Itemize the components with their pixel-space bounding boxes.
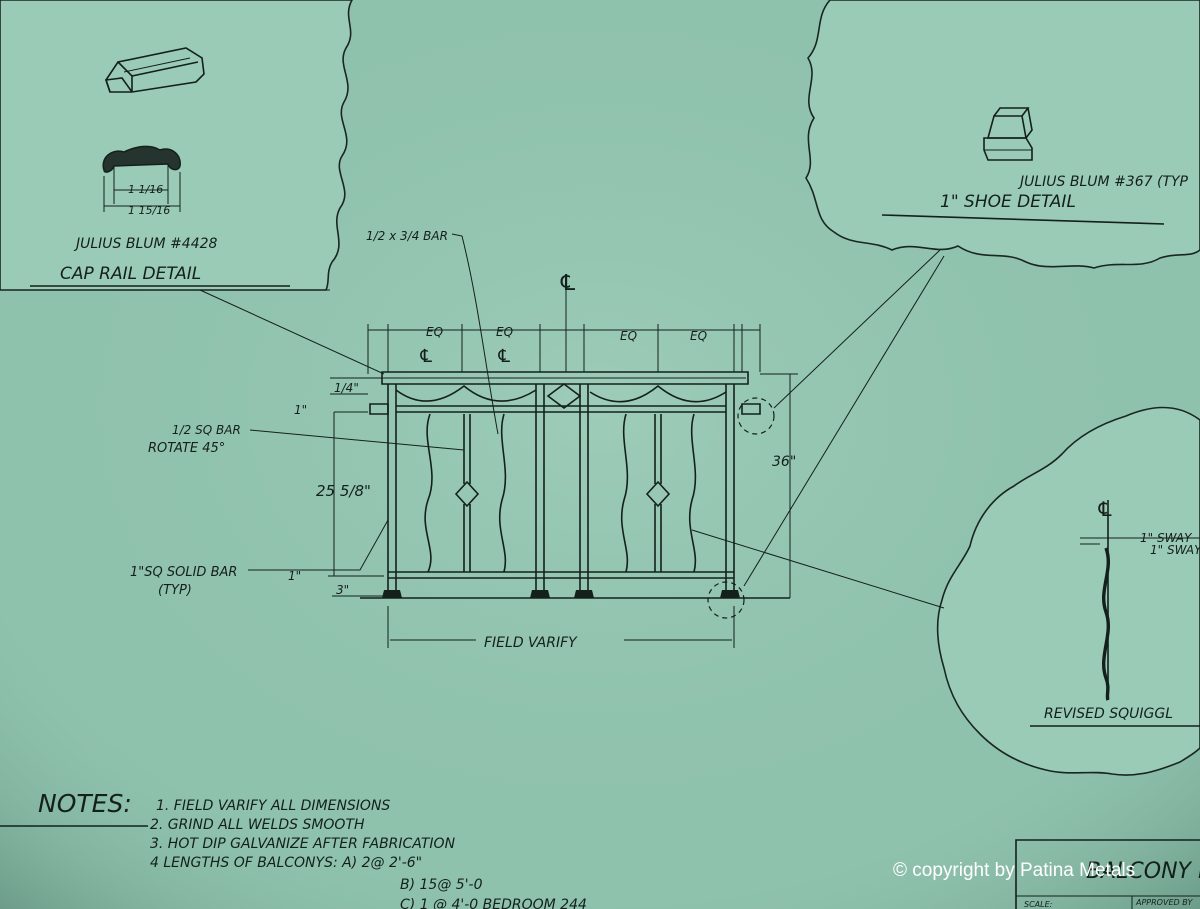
- cap-rail-profile-icon: [102, 145, 181, 212]
- shoe-detail-callout-circle-bottom: [707, 581, 745, 619]
- balcony-elevation: EQ EQ EQ EQ ℄ ℄ ℄: [130, 229, 945, 651]
- shoe-part-ref: JULIUS BLUM #367 (TYP: [1017, 174, 1189, 190]
- notes-heading: NOTES:: [38, 789, 132, 818]
- eq-label-2: EQ: [496, 325, 513, 339]
- squiggle-bubble: [936, 406, 1200, 776]
- dim-side: 1": [294, 403, 307, 417]
- shoe-detail: JULIUS BLUM #367 (TYP 1" SHOE DETAIL: [805, 0, 1200, 269]
- shoe-bubble: [805, 0, 1200, 269]
- post-center-right: [579, 384, 589, 598]
- title-block-border: [1015, 839, 1200, 909]
- field-varify-label: FIELD VARIFY: [484, 635, 578, 651]
- eq-label-3: EQ: [620, 329, 637, 343]
- panel-centerline-mark-1: ℄: [418, 346, 434, 367]
- eq-label-1: EQ: [426, 325, 443, 339]
- elevation-centerline-mark: ℄: [558, 271, 578, 296]
- squiggle-bar: [1101, 547, 1111, 701]
- dim-top-rail: 1/4": [334, 381, 359, 395]
- squiggle-sway-bottom: 1" SWAY: [1150, 543, 1200, 557]
- note-4b: B) 15@ 5'-0: [400, 877, 483, 893]
- squiggle-picket-2: [498, 413, 507, 573]
- panel-centerline-mark-2: ℄: [496, 346, 512, 367]
- sq-bar-callout-line1: 1/2 SQ BAR: [172, 423, 241, 437]
- squiggle-detail: ℄ 1" SWAY 1" SWAY REVISED SQUIGGL: [936, 406, 1200, 776]
- note-2: 2. GRIND ALL WELDS SMOOTH: [150, 817, 365, 833]
- note-3: 3. HOT DIP GALVANIZE AFTER FABRICATION: [150, 836, 456, 852]
- dim-overall: 36": [772, 454, 796, 470]
- shoe-title-underline: [881, 214, 1165, 225]
- solid-bar-callout-line1: 1"SQ SOLID BAR: [130, 565, 237, 580]
- squiggle-picket-3: [620, 413, 629, 573]
- bar-callout: 1/2 x 3/4 BAR: [366, 229, 448, 243]
- shoe-title: 1" SHOE DETAIL: [940, 192, 1076, 212]
- post-left: [387, 384, 397, 598]
- top-cap-rail: [381, 371, 749, 385]
- squiggle-leader: [691, 529, 945, 609]
- center-diamond: [546, 383, 582, 409]
- sq-bar-leader: [249, 429, 465, 451]
- squiggle-sway-top: 1" SWAY: [1140, 531, 1193, 545]
- post-center-left: [535, 384, 545, 598]
- bar-leader: [451, 233, 499, 435]
- note-4: 4 LENGTHS OF BALCONYS: A) 2@ 2'-6": [150, 855, 422, 871]
- cap-rail-dim-bottom: 1 15/16: [128, 204, 170, 217]
- note-1: 1. FIELD VARIFY ALL DIMENSIONS: [156, 798, 390, 814]
- picket-diamond-2: [645, 480, 671, 508]
- picket-diamond-1: [454, 480, 480, 508]
- solid-bar-callout-line2: (TYP): [158, 583, 192, 598]
- shoe-isometric-icon: [983, 107, 1033, 161]
- title-block-scale: SCALE:: [1024, 900, 1053, 909]
- bottom-rail: [388, 571, 734, 579]
- solid-bar-leader: [248, 519, 389, 571]
- dim-base: 3": [336, 583, 349, 597]
- dim-height: 25 5/8": [316, 482, 371, 500]
- title-block: BALCONY RA SCALE: APPROVED BY: [1015, 839, 1200, 909]
- left-dimension-lines: [328, 377, 386, 597]
- field-varify-dimension: [387, 606, 735, 648]
- eq-label-4: EQ: [690, 329, 707, 343]
- title-block-approved: APPROVED BY: [1135, 898, 1194, 907]
- arch-left: [395, 384, 537, 402]
- straight-picket-2: [654, 414, 662, 572]
- title-block-title: BALCONY RA: [1086, 859, 1200, 884]
- cap-rail-leader: [199, 289, 385, 375]
- squiggle-picket-4: [688, 413, 697, 573]
- cap-rail-detail: 1 1/16 1 15/16 JULIUS BLUM #4428 CAP RAI…: [0, 0, 353, 291]
- notes: NOTES: 1. FIELD VARIFY ALL DIMENSIONS 2.…: [0, 789, 587, 909]
- dim-bottom: 1": [288, 569, 301, 583]
- squiggle-picket-1: [424, 413, 433, 573]
- eq-dimension-lines: [367, 324, 761, 374]
- note-4c: C) 1 @ 4'-0 BEDROOM 244: [400, 897, 587, 909]
- sq-bar-callout-line2: ROTATE 45°: [148, 441, 225, 456]
- cap-rail-bubble: [0, 0, 353, 291]
- copyright-watermark: © copyright by Patina Metals: [893, 860, 1136, 881]
- shoe-leaders: [743, 249, 945, 587]
- cap-rail-isometric-icon: [104, 47, 205, 93]
- shoe-detail-callout-circle-top: [737, 397, 775, 435]
- straight-picket-1: [463, 414, 471, 572]
- cap-rail-part-ref: JULIUS BLUM #4428: [73, 236, 218, 252]
- arch-right: [589, 384, 727, 403]
- squiggle-title: REVISED SQUIGGL: [1044, 706, 1173, 722]
- cap-rail-title: CAP RAIL DETAIL: [60, 264, 201, 284]
- squiggle-centerline-mark: ℄: [1096, 497, 1114, 521]
- cap-rail-dim-top: 1 1/16: [128, 183, 163, 196]
- post-right: [725, 384, 735, 598]
